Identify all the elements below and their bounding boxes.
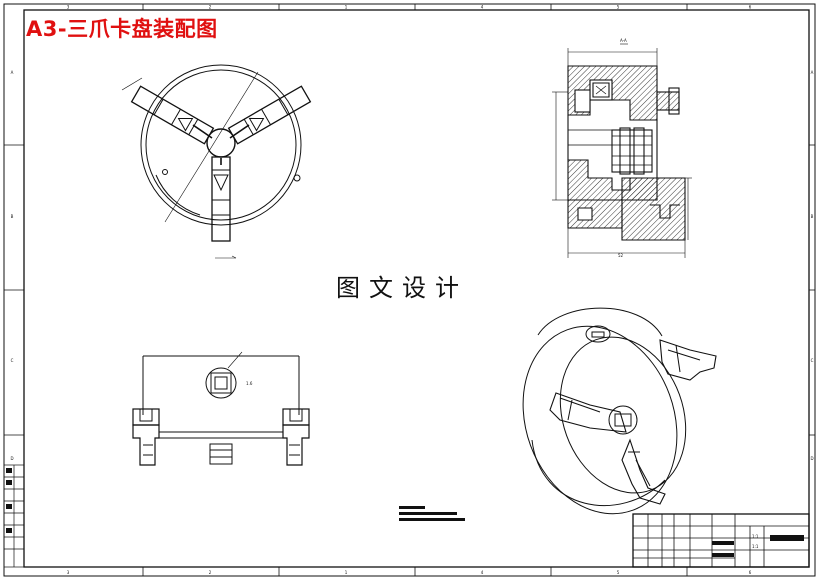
zone-right-d: D [810,456,813,461]
zone-bottom-3: 1 [345,570,348,575]
zone-bottom-4: 4 [481,570,484,575]
title-block-scale: 1:1 [752,544,759,549]
tech-notes [399,506,465,521]
zone-bottom-6: 6 [749,570,752,575]
zone-top-3: 1 [345,5,348,10]
zone-bottom-2: 2 [209,570,212,575]
section-view: A-A 52 [552,38,692,258]
zone-right-c: C [811,358,814,363]
zone-left-a: A [11,70,14,75]
zone-right-b: B [811,214,814,219]
zone-top-2: 2 [209,5,212,10]
center-label: 图文设计 [336,274,468,302]
section-mark: A-A [620,38,627,43]
zone-bottom-5: 5 [617,570,620,575]
zone-top-1: 3 [67,5,70,10]
zone-left-c: C [11,358,14,363]
drawing-title: A3-三爪卡盘装配图 [26,17,218,41]
zone-top-5: 5 [617,5,620,10]
front-view [121,64,312,259]
section-width-dim: 52 [618,253,624,258]
zone-left-b: B [11,214,14,219]
zone-bottom-1: 3 [67,570,70,575]
side-dim-label: 1.6 [246,381,253,386]
zone-top-4: 4 [481,5,484,10]
revision-strip [3,464,25,568]
title-block-sheet: 1:1 [752,534,759,539]
zone-left-d: D [10,456,13,461]
zone-right-a: A [811,70,814,75]
zone-labels: 3 2 1 4 5 6 3 2 1 4 5 6 A B C D A B C D [10,5,813,576]
zone-top-6: 6 [749,5,752,10]
isometric-view [522,307,717,515]
title-block [632,513,810,568]
inner-border [23,9,810,568]
side-view: 1.6 [132,351,310,466]
zone-ticks [4,4,815,576]
